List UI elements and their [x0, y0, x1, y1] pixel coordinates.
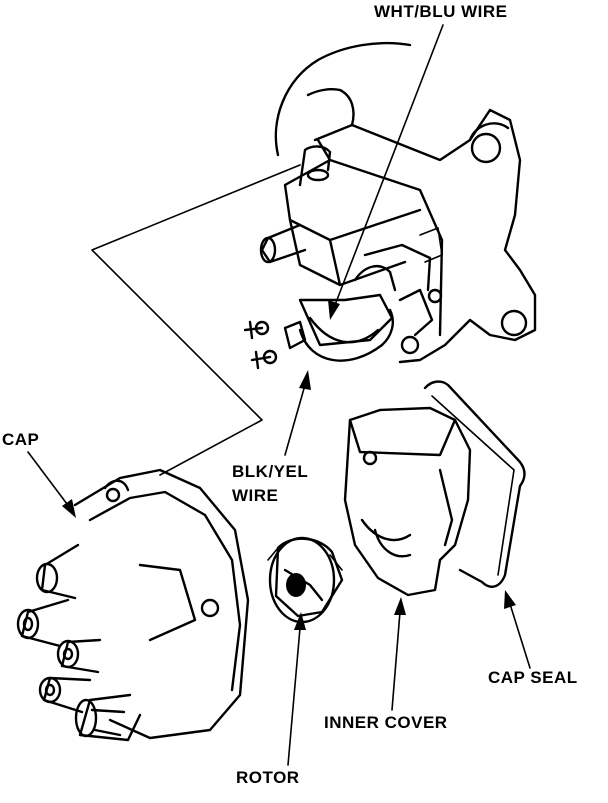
projection-lines — [91, 164, 301, 476]
label-blk-yel-wire-line1: BLK/YEL — [232, 462, 309, 481]
distributor-cap — [16, 468, 250, 742]
label-wht-blu-wire: WHT/BLU WIRE — [374, 2, 508, 21]
inner-cover — [343, 406, 472, 597]
label-rotor: ROTOR — [236, 768, 300, 787]
label-cap: CAP — [2, 430, 40, 449]
label-inner-cover: INNER COVER — [324, 713, 448, 732]
leader-arrows — [27, 24, 531, 766]
rotor — [267, 536, 344, 624]
label-cap-seal: CAP SEAL — [488, 668, 578, 687]
label-blk-yel-wire-line2: WIRE — [232, 486, 279, 505]
distributor-housing — [243, 41, 537, 370]
cap-seal — [423, 380, 526, 588]
